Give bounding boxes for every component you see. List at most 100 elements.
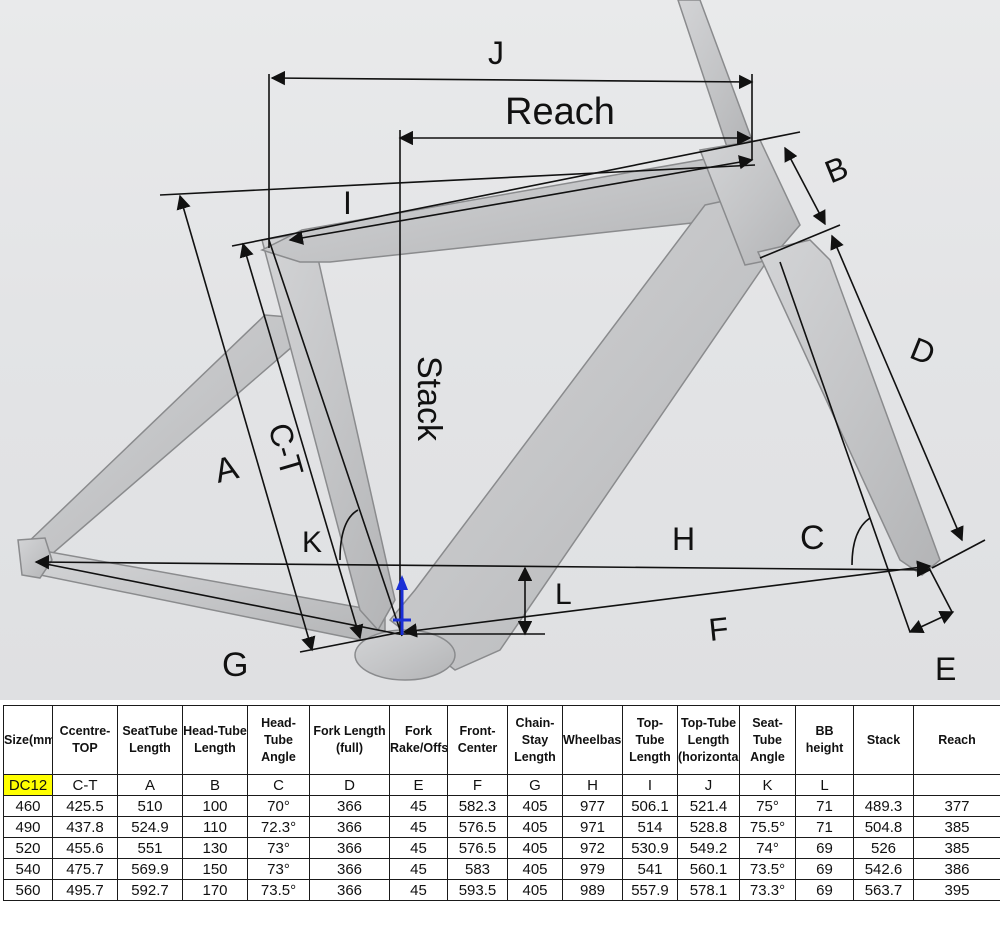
table-cell: 437.8: [52, 816, 118, 838]
table-cell: 45: [389, 879, 448, 901]
header-cell: Fork Rake/Offset: [389, 705, 448, 775]
angle-arc-K: [339, 509, 359, 561]
table-cell: 425.5: [52, 795, 118, 817]
label-CT: C-T: [261, 419, 310, 480]
table-cell: 526: [853, 837, 914, 859]
header-cell: Wheelbase: [562, 705, 623, 775]
table-cell: 583: [447, 858, 508, 880]
label-reach: Reach: [505, 91, 615, 133]
code-cell: [853, 774, 914, 796]
table-cell: 520: [3, 837, 53, 859]
table-cell: 71: [795, 816, 854, 838]
label-G: G: [222, 646, 248, 684]
table-cell: 560: [3, 879, 53, 901]
table-cell: 45: [389, 858, 448, 880]
header-cell: Head-Tube Angle: [247, 705, 310, 775]
table-cell: 69: [795, 837, 854, 859]
header-cell: Size(mm): [3, 705, 53, 775]
table-cell: 73°: [247, 858, 310, 880]
table-cell: 366: [309, 837, 390, 859]
header-cell: Head-Tube Length: [182, 705, 248, 775]
table-cell: 73.5°: [247, 879, 310, 901]
header-cell: BB height: [795, 705, 854, 775]
header-cell: Reach: [913, 705, 1000, 775]
header-cell: Stack: [853, 705, 914, 775]
table-cell: 45: [389, 795, 448, 817]
table-cell: 75°: [739, 795, 796, 817]
table-cell: 385: [913, 837, 1000, 859]
table-cell: 45: [389, 816, 448, 838]
geometry-spec-table: Size(mm) Ccentre-TOP SeatTube Length Hea…: [3, 705, 1000, 901]
label-E: E: [935, 651, 956, 687]
table-cell: 405: [507, 858, 563, 880]
table-cell: 72.3°: [247, 816, 310, 838]
table-row: 490 437.8 524.9 110 72.3° 366 45 576.5 4…: [3, 816, 1000, 838]
table-cell: 576.5: [447, 816, 508, 838]
fork: [756, 239, 941, 576]
table-cell: 569.9: [117, 858, 183, 880]
table-cell: 170: [182, 879, 248, 901]
table-cell: 386: [913, 858, 1000, 880]
model-code-badge: DC12: [3, 774, 53, 796]
table-cell: 366: [309, 879, 390, 901]
table-cell: 542.6: [853, 858, 914, 880]
label-A: A: [211, 448, 243, 490]
code-cell: B: [182, 774, 248, 796]
code-cell: J: [677, 774, 740, 796]
angle-arc-C: [851, 517, 871, 566]
table-cell: 100: [182, 795, 248, 817]
code-cell: C-T: [52, 774, 118, 796]
table-cell: 506.1: [622, 795, 678, 817]
table-cell: 495.7: [52, 879, 118, 901]
table-cell: 460: [3, 795, 53, 817]
frame-geometry-diagram: J Reach B I Stack D A C-T K H C L F G E: [0, 0, 1000, 700]
table-cell: 395: [913, 879, 1000, 901]
table-cell: 551: [117, 837, 183, 859]
table-cell: 541: [622, 858, 678, 880]
table-cell: 979: [562, 858, 623, 880]
header-cell: Ccentre-TOP: [52, 705, 118, 775]
label-C: C: [800, 519, 825, 557]
dim-line-G: [35, 561, 399, 635]
code-cell: I: [622, 774, 678, 796]
table-cell: 405: [507, 795, 563, 817]
seatpost: [677, 0, 753, 152]
table-cell: 405: [507, 879, 563, 901]
table-cell: 549.2: [677, 837, 740, 859]
table-cell: 989: [562, 879, 623, 901]
code-cell: H: [562, 774, 623, 796]
table-cell: 971: [562, 816, 623, 838]
label-K: K: [302, 526, 322, 559]
table-cell: 45: [389, 837, 448, 859]
table-row: 460 425.5 510 100 70° 366 45 582.3 405 9…: [3, 795, 1000, 817]
table-cell: 71: [795, 795, 854, 817]
table-cell: 69: [795, 858, 854, 880]
label-D: D: [905, 330, 940, 372]
table-cell: 489.3: [853, 795, 914, 817]
table-cell: 524.9: [117, 816, 183, 838]
table-cell: 73.5°: [739, 858, 796, 880]
table-cell: 405: [507, 837, 563, 859]
table-cell: 377: [913, 795, 1000, 817]
table-cell: 73°: [247, 837, 310, 859]
table-row: 560 495.7 592.7 170 73.5° 366 45 593.5 4…: [3, 879, 1000, 901]
code-cell: D: [309, 774, 390, 796]
bb-marker: [393, 575, 411, 635]
table-cell: 504.8: [853, 816, 914, 838]
code-cell: G: [507, 774, 563, 796]
table-cell: 582.3: [447, 795, 508, 817]
table-cell: 576.5: [447, 837, 508, 859]
table-cell: 366: [309, 858, 390, 880]
label-H: H: [672, 521, 695, 557]
code-cell: C: [247, 774, 310, 796]
seat-stay: [20, 314, 301, 561]
header-cell: Top-Tube Length (horizontal): [677, 705, 740, 775]
header-cell: Seat-Tube Angle: [739, 705, 796, 775]
ext-line: [931, 539, 986, 569]
table-cell: 514: [622, 816, 678, 838]
label-F: F: [707, 610, 730, 648]
table-cell: 75.5°: [739, 816, 796, 838]
chain-stay: [28, 551, 386, 646]
label-B: B: [820, 149, 853, 190]
table-cell: 593.5: [447, 879, 508, 901]
